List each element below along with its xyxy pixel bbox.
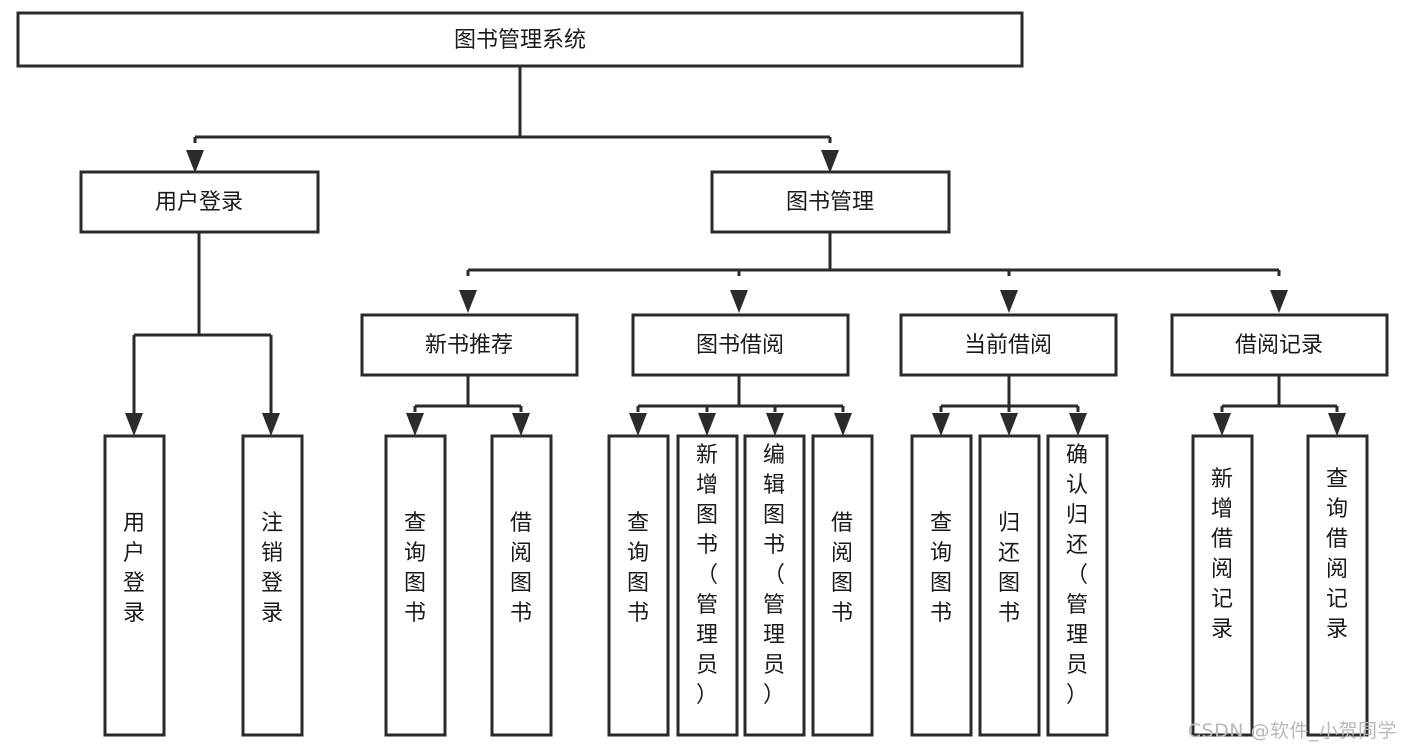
connector-currentborrow-to-leaves [932,375,1087,436]
leaf-borrow-books-recommend[interactable]: 借阅图书 [490,434,553,737]
node-root-label: 图书管理系统 [454,28,586,53]
node-book-borrow[interactable]: 图书借阅 [631,313,850,377]
leaf-return-books[interactable]: 归还图书 [978,434,1041,737]
node-user-login[interactable]: 用户登录 [79,170,320,234]
node-new-book-recommend[interactable]: 新书推荐 [360,313,579,377]
leaf-add-book-admin[interactable]: 新增图书（管理员） [676,434,739,737]
leaf-borrow-books-borrow[interactable]: 借阅图书 [811,434,874,737]
leaf-query-books-borrow[interactable]: 查询图书 [607,434,670,737]
connector-bookborrow-to-leaves [629,375,852,436]
node-user-login-label: 用户登录 [155,190,243,215]
leaf-user-login[interactable]: 用户登录 [103,434,166,737]
leaf-borrow-books-recommend-label: 借阅图书 [510,511,532,626]
connector-userlogin-to-leaves [125,232,280,436]
connector-newbooks-to-leaves [406,375,530,436]
leaf-query-books-borrow-label: 查询图书 [627,511,649,626]
leaf-add-borrow-record-label: 新增借阅记录 [1211,467,1233,642]
leaf-query-borrow-record-label: 查询借阅记录 [1326,467,1348,642]
leaf-logout-label: 注销登录 [261,511,283,626]
leaf-user-login-label: 用户登录 [123,511,145,626]
leaf-confirm-return-admin-label: 确认归还（管理员） [1066,443,1088,708]
leaf-query-books-recommend-label: 查询图书 [404,511,426,626]
leaf-query-books-current[interactable]: 查询图书 [910,434,973,737]
leaf-add-book-admin-label: 新增图书（管理员） [696,443,718,708]
node-current-borrow[interactable]: 当前借阅 [899,313,1118,377]
connector-bookmgmt-to-level3 [459,232,1288,313]
node-borrow-records-label: 借阅记录 [1235,333,1323,358]
leaf-borrow-books-borrow-label: 借阅图书 [831,511,853,626]
node-current-borrow-label: 当前借阅 [964,333,1052,358]
leaf-add-borrow-record[interactable]: 新增借阅记录 [1191,434,1254,737]
leaf-confirm-return-admin[interactable]: 确认归还（管理员） [1046,434,1109,737]
node-borrow-records[interactable]: 借阅记录 [1170,313,1389,377]
connector-root-to-level2 [186,66,839,173]
leaf-logout[interactable]: 注销登录 [241,434,304,737]
leaf-edit-book-admin-label: 编辑图书（管理员） [763,443,785,708]
node-book-borrow-label: 图书借阅 [696,333,784,358]
node-book-management[interactable]: 图书管理 [710,170,951,234]
connector-borrowrecords-to-leaves [1213,375,1346,436]
leaf-edit-book-admin[interactable]: 编辑图书（管理员） [743,434,806,737]
leaf-query-books-recommend[interactable]: 查询图书 [384,434,447,737]
node-root-book-management-system[interactable]: 图书管理系统 [16,11,1024,68]
node-book-management-label: 图书管理 [786,190,874,215]
leaf-query-books-current-label: 查询图书 [930,511,952,626]
node-new-book-recommend-label: 新书推荐 [425,333,513,358]
leaf-query-borrow-record[interactable]: 查询借阅记录 [1306,434,1369,737]
leaf-return-books-label: 归还图书 [998,511,1020,626]
